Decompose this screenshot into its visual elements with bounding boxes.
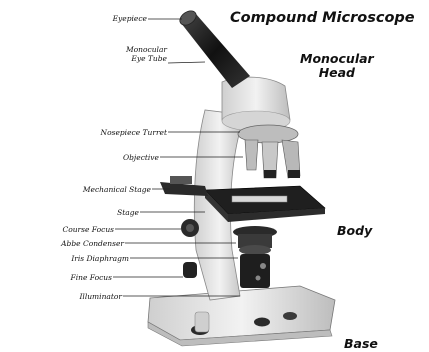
label-abbe-condenser: Abbe Condenser [26,239,124,248]
label-iris-diaphragm: Iris Diaphragm [30,254,129,263]
label-stage: Stage [95,208,139,217]
condenser-assembly [233,226,277,288]
microscope-base [148,286,335,346]
label-monocular-eye-tube: Monocular Eye Tube [112,45,167,63]
label-course-focus: Course Focus [14,225,114,234]
label-illuminator: Illuminator [44,292,122,301]
label-nosepiece-turret: Nosepiece Turret [85,128,167,137]
stage [160,176,325,222]
label-eyepiece: Eyepiece [95,14,147,23]
section-label-base: Base [344,336,378,351]
section-label-head: Monocular Head [300,52,374,80]
section-label-body: Body [337,223,372,238]
section-label-head-line1: Monocular [300,52,374,66]
label-mechanical-stage: Mechanical Stage [30,185,151,194]
diagram-title: Compound Microscope [230,10,415,26]
label-objective: Objective [100,153,159,162]
nosepiece [238,125,300,178]
label-fine-focus: Fine Focus [34,273,112,282]
section-label-head-line2: Head [300,66,374,80]
